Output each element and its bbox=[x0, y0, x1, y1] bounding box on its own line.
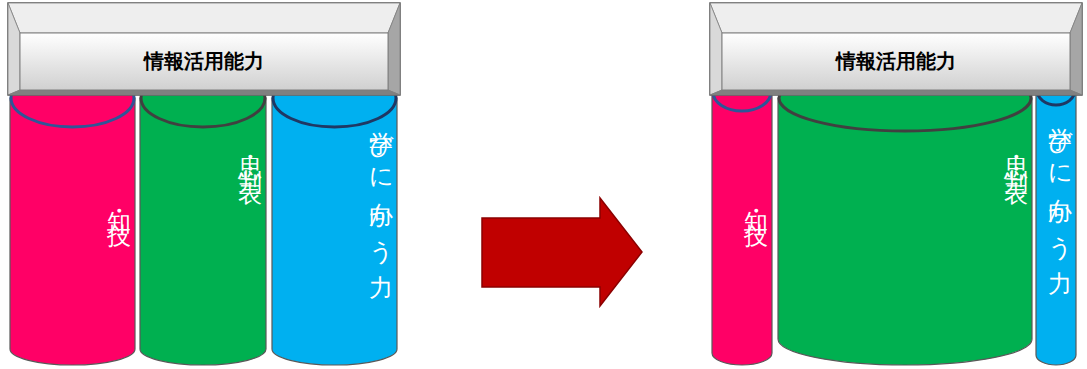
cylinder-body bbox=[140, 98, 266, 365]
cylinder-cap bbox=[779, 65, 1031, 131]
pillar-cylinder: 知・技 bbox=[10, 68, 135, 365]
pillar-cylinder: 思・判・表 bbox=[140, 68, 266, 365]
cylinder-cap bbox=[713, 73, 771, 111]
pillar-label: 知・技 bbox=[712, 192, 772, 210]
cylinder-body bbox=[712, 92, 772, 365]
pillar-cylinder: 学びに向かう力 bbox=[1036, 74, 1076, 365]
cylinder-cap bbox=[141, 69, 265, 127]
roof-box: 情報活用能力 bbox=[710, 3, 1082, 95]
roof-bevel bbox=[710, 3, 1082, 33]
cylinder-body bbox=[272, 98, 397, 365]
cylinder-cap bbox=[11, 69, 134, 127]
cylinder-shape bbox=[140, 68, 266, 365]
roof-frame bbox=[710, 3, 1082, 95]
cylinder-cap bbox=[1037, 75, 1075, 105]
pillar-label: 思・判・表 bbox=[778, 138, 1032, 168]
roof-bevel bbox=[8, 90, 400, 95]
cylinder-body bbox=[778, 98, 1032, 365]
roof-bevel bbox=[8, 3, 400, 33]
roof-bevel bbox=[388, 3, 400, 95]
pillar-cylinder: 思・判・表 bbox=[778, 64, 1032, 365]
roof-bevel bbox=[8, 3, 20, 95]
cylinder-shape bbox=[712, 72, 772, 365]
cylinder-shape bbox=[10, 68, 135, 365]
pillar-label: 学びに向かう力 bbox=[272, 112, 397, 262]
roof-face bbox=[722, 33, 1070, 90]
roof-title: 情報活用能力 bbox=[722, 33, 1070, 90]
cylinder-body bbox=[1036, 90, 1076, 365]
roof-face bbox=[20, 33, 388, 90]
roof-title: 情報活用能力 bbox=[20, 33, 388, 90]
roof-bevel bbox=[710, 3, 722, 95]
pillar-label: 思・判・表 bbox=[140, 138, 266, 168]
block-arrow bbox=[482, 198, 642, 306]
roof-box: 情報活用能力 bbox=[8, 3, 400, 95]
cylinder-shape bbox=[778, 64, 1032, 365]
pillar-cylinder: 学びに向かう力 bbox=[272, 68, 397, 365]
roof-bevel bbox=[1070, 3, 1082, 95]
roof-frame bbox=[8, 3, 400, 95]
pillar-label: 学びに向かう力 bbox=[1036, 108, 1076, 258]
pillar-cylinder: 知・技 bbox=[712, 72, 772, 365]
roof-bevel bbox=[710, 90, 1082, 95]
pillar-label: 知・技 bbox=[10, 192, 135, 210]
cylinder-body bbox=[10, 98, 135, 365]
